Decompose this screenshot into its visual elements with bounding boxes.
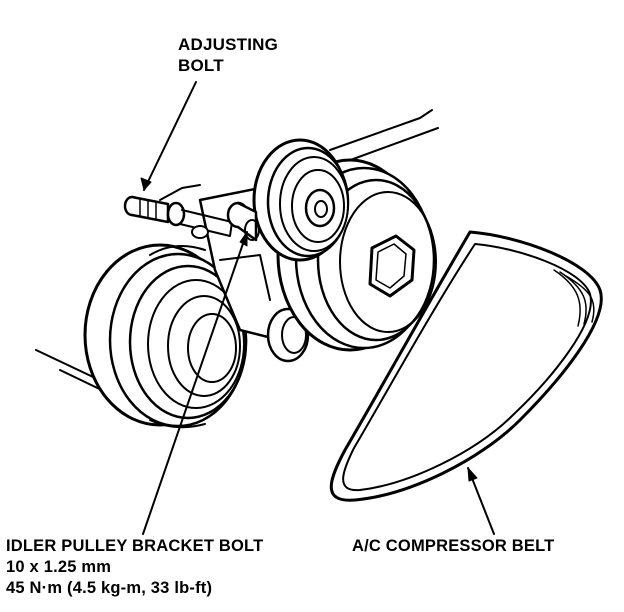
- compressor-pulley: [276, 158, 437, 352]
- idler-pulley: [252, 138, 350, 262]
- adjusting-bolt-label-line2: BOLT: [178, 56, 224, 75]
- belt-arrowhead: [467, 467, 478, 482]
- ac-compressor-belt-label: A/C COMPRESSOR BELT: [352, 537, 555, 555]
- idler-pulley-bracket-bolt-label: IDLER PULLEY BRACKET BOLT 10 x 1.25 mm 4…: [6, 536, 263, 599]
- idler-bolt-leader: [142, 231, 248, 535]
- leader-lines: [140, 81, 495, 535]
- compressor-belt: [329, 230, 603, 502]
- idler-bolt-label-line1: IDLER PULLEY BRACKET BOLT: [6, 537, 264, 555]
- adjusting-bolt: [123, 195, 233, 239]
- idler-bolt-label-size: 10 x 1.25 mm: [6, 558, 112, 576]
- idler-bolt-arrowhead: [239, 231, 248, 247]
- idler-bolt-label-torque: 45 N·m (4.5 kg-m, 33 lb-ft): [6, 579, 213, 597]
- idler-bracket-bolt: [226, 201, 260, 242]
- adjusting-bolt-arrowhead: [140, 177, 152, 191]
- engine-outline: [35, 109, 439, 396]
- adjusting-bolt-leader: [143, 81, 197, 191]
- adjusting-bolt-label-line1: ADJUSTING: [178, 35, 279, 54]
- adjusting-bolt-label: ADJUSTING BOLT: [178, 34, 278, 76]
- crankshaft-pulley: [83, 243, 248, 429]
